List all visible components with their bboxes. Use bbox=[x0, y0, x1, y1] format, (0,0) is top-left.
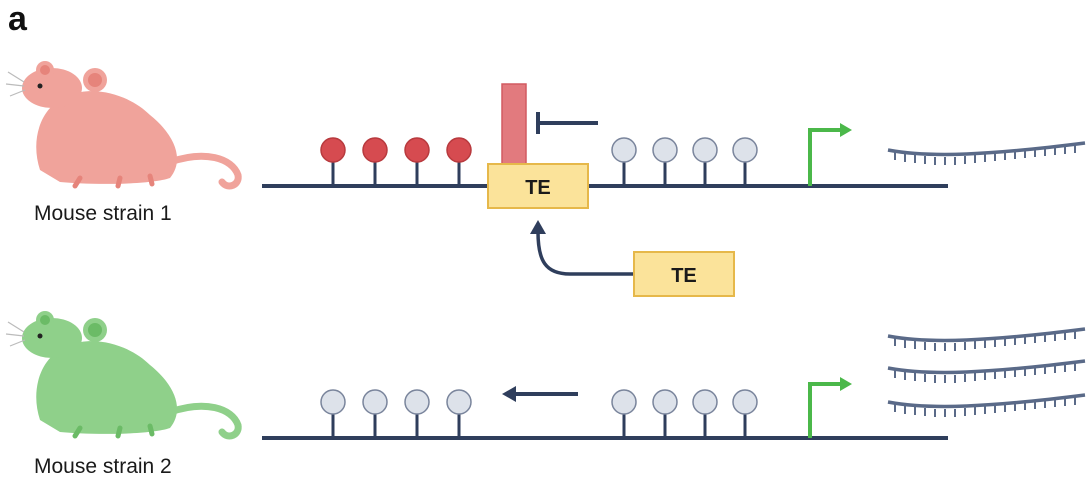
mouse-strain-2-label: Mouse strain 2 bbox=[34, 455, 172, 478]
transcript-icon bbox=[887, 359, 1086, 383]
unmethylated-cpg-group-right bbox=[611, 389, 758, 438]
methylated-cpg-group bbox=[320, 137, 472, 186]
unmethylated-cpg-group-left bbox=[320, 389, 472, 438]
unmethylated-cpg bbox=[362, 389, 388, 438]
silencing-mark bbox=[501, 83, 527, 165]
left-arrow-icon bbox=[502, 386, 578, 402]
transcript-icon bbox=[887, 141, 1086, 165]
te-element-box: TE bbox=[487, 163, 589, 209]
te-insert-box: TE bbox=[633, 251, 735, 297]
insertion-arrow-icon bbox=[530, 220, 634, 276]
unmethylated-cpg bbox=[404, 389, 430, 438]
unmethylated-cpg bbox=[652, 389, 678, 438]
inhibition-icon bbox=[536, 112, 598, 134]
unmethylated-cpg bbox=[611, 137, 637, 186]
methylated-cpg-1 bbox=[320, 137, 346, 186]
promoter-arrow-icon bbox=[808, 377, 852, 438]
transcript-icon bbox=[887, 327, 1086, 351]
unmethylated-cpg bbox=[652, 137, 678, 186]
methylated-cpg-2 bbox=[362, 137, 388, 186]
te-insert-label: TE bbox=[671, 265, 697, 287]
methylated-cpg-4 bbox=[446, 137, 472, 186]
mouse-icon-strain-2 bbox=[5, 311, 242, 440]
mouse-icon-strain-1 bbox=[5, 61, 242, 190]
mouse-strain-1-label: Mouse strain 1 bbox=[34, 202, 172, 225]
unmethylated-cpg bbox=[692, 137, 718, 186]
methylated-cpg-3 bbox=[404, 137, 430, 186]
unmethylated-cpg bbox=[732, 137, 758, 186]
unmethylated-cpg-group-strain-1 bbox=[611, 137, 758, 186]
unmethylated-cpg bbox=[611, 389, 637, 438]
promoter-arrow-icon bbox=[808, 123, 852, 186]
panel-label: a bbox=[8, 0, 27, 38]
unmethylated-cpg bbox=[320, 389, 346, 438]
unmethylated-cpg bbox=[446, 389, 472, 438]
transcript-icon bbox=[887, 393, 1086, 417]
unmethylated-cpg bbox=[692, 389, 718, 438]
unmethylated-cpg bbox=[732, 389, 758, 438]
te-label: TE bbox=[525, 177, 551, 199]
